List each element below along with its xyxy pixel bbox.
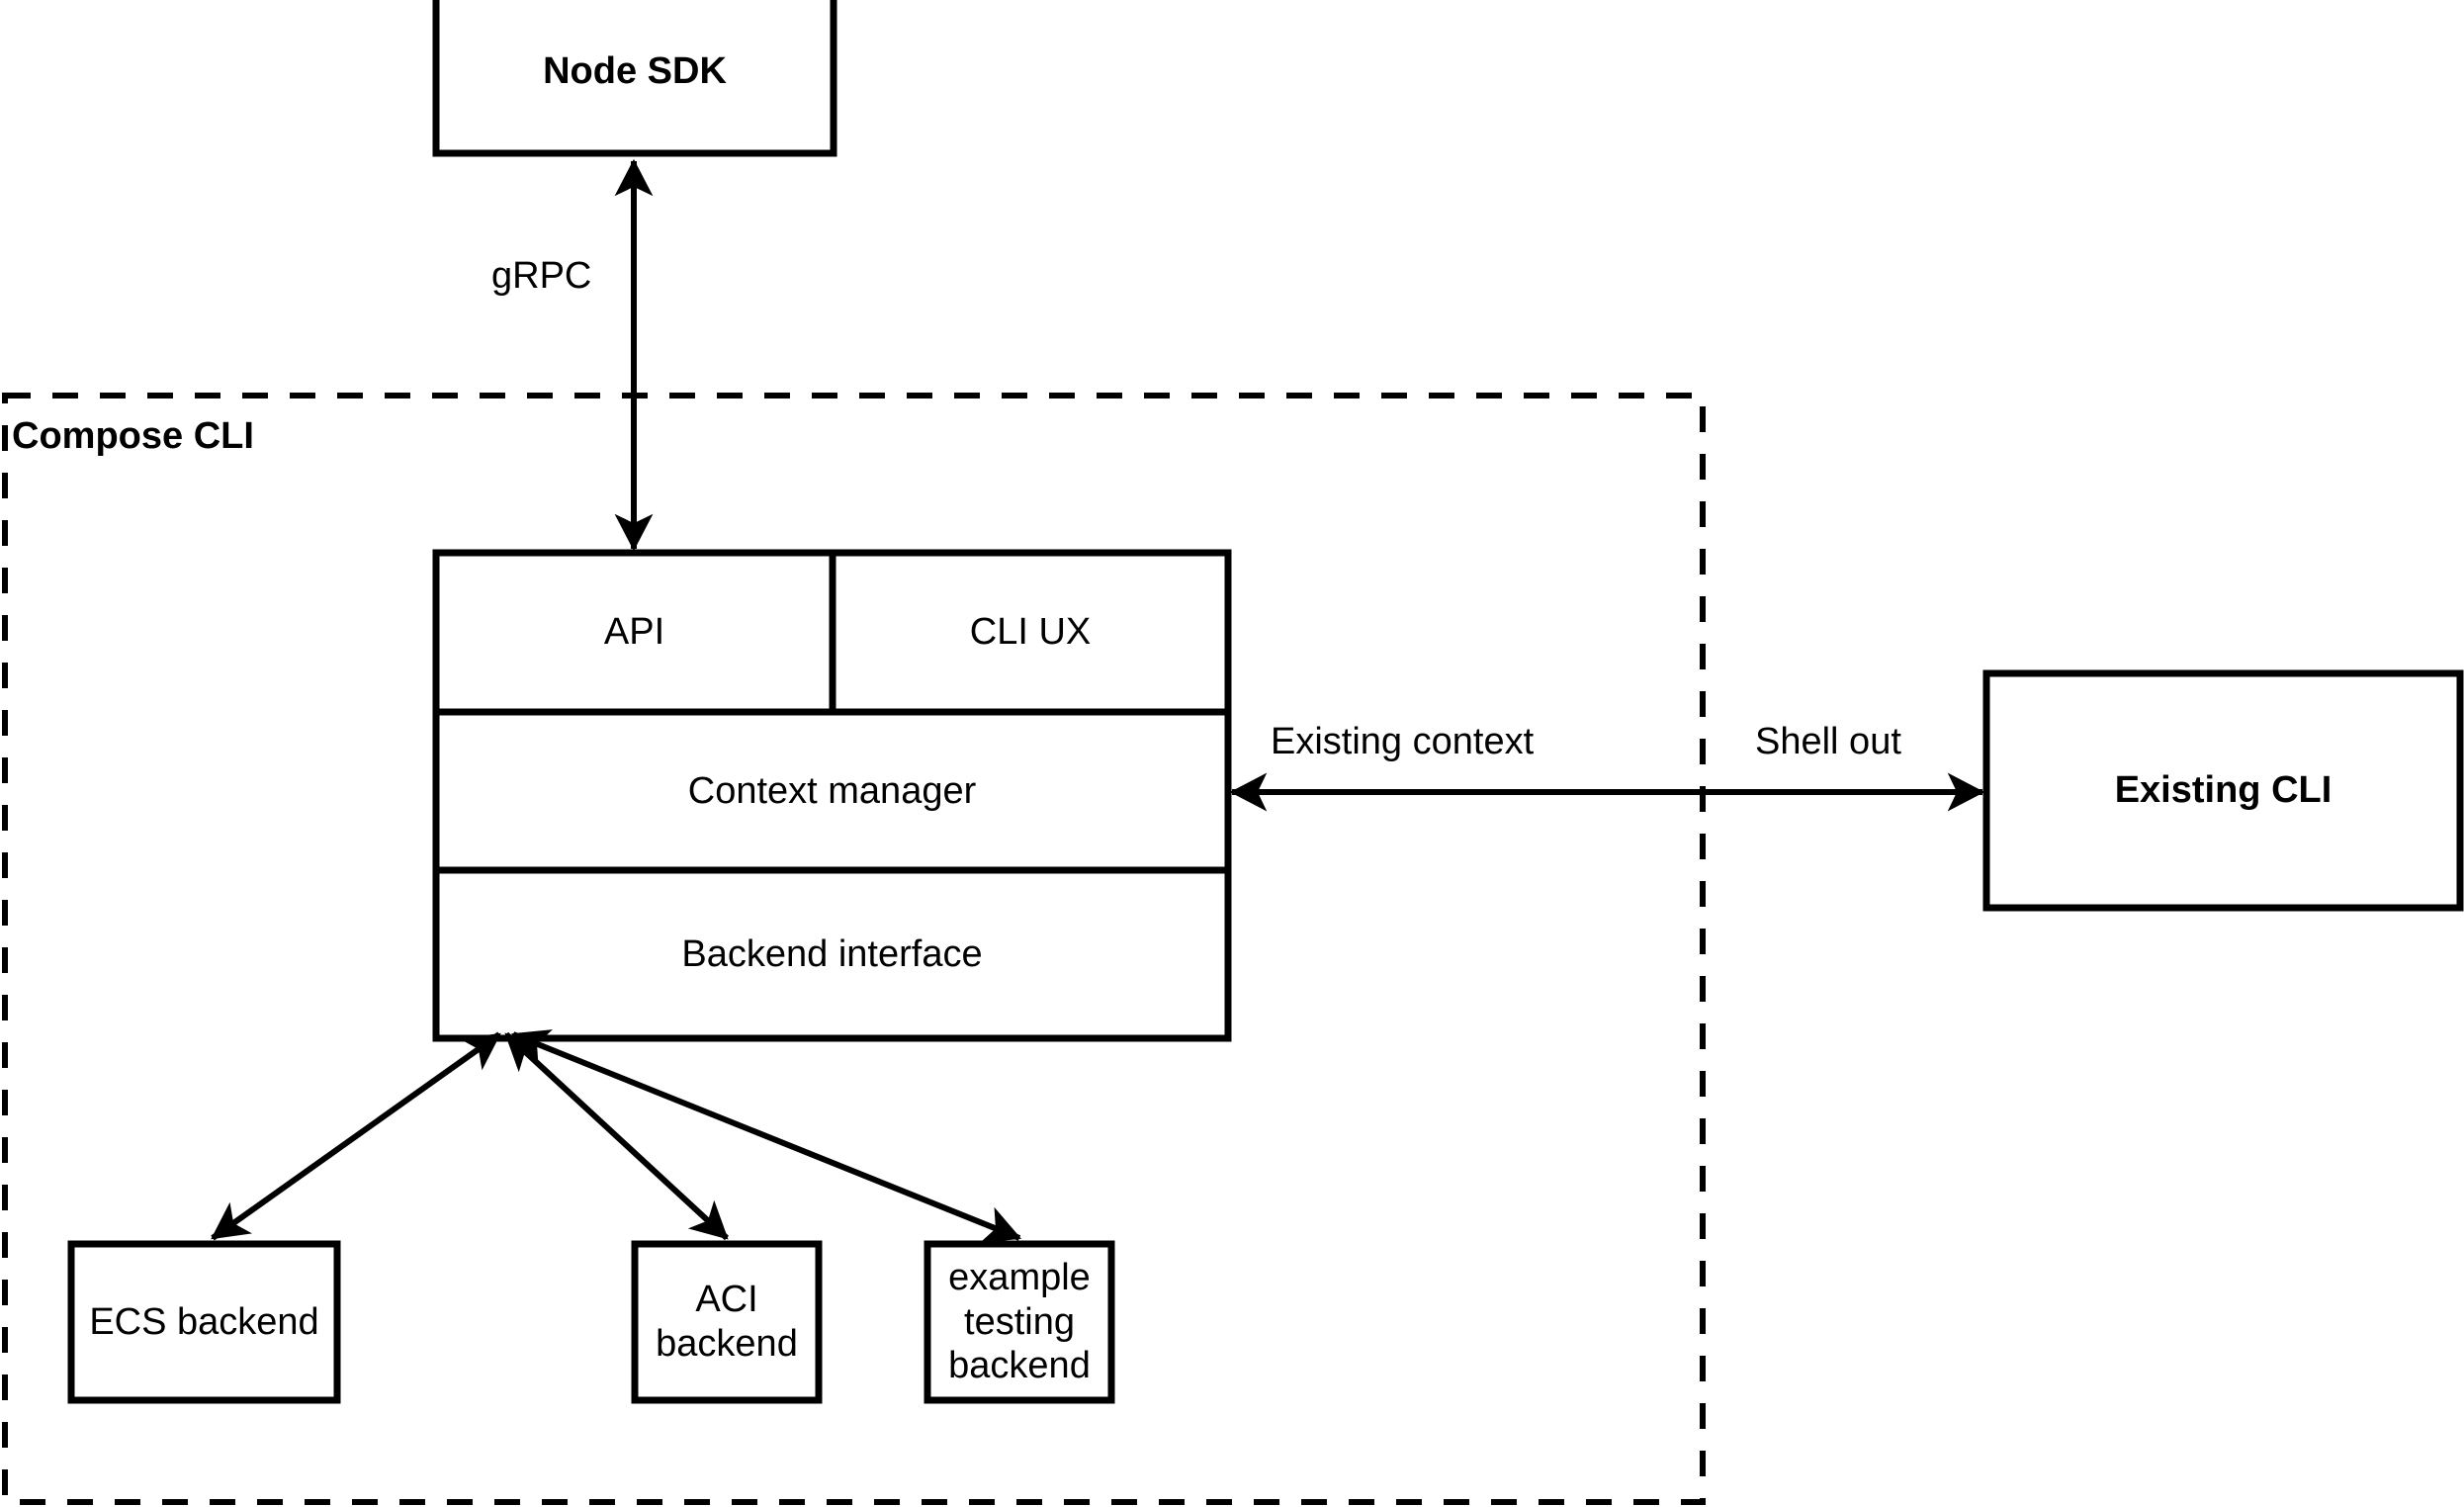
context-manager-node[interactable]	[436, 712, 1228, 870]
aci-backend-node[interactable]	[635, 1244, 819, 1400]
example-testing-backend-box	[924, 1240, 1115, 1404]
api-node[interactable]	[436, 553, 833, 712]
shell-out-edge-label: Shell out	[1755, 721, 1901, 762]
backend-to-ecs-arrow	[211, 1031, 501, 1241]
grpc-edge-label: gRPC	[491, 255, 592, 297]
ecs-backend-box	[67, 1240, 341, 1404]
aci-backend-box	[631, 1240, 823, 1404]
existing-cli-box	[1982, 669, 2464, 912]
example-testing-backend-node[interactable]	[927, 1244, 1111, 1400]
node-sdk-node[interactable]	[436, 0, 834, 153]
cli-ux-node[interactable]	[833, 553, 1228, 712]
backend-interface-node[interactable]	[436, 870, 1228, 1038]
existing-context-edge-label: Existing context	[1271, 721, 1535, 762]
ecs-backend-node[interactable]	[71, 1244, 337, 1400]
backend-to-example-arrow	[510, 1029, 1022, 1243]
compose-cli-group-label: Compose CLI	[12, 415, 254, 457]
backend-to-aci-arrow	[503, 1031, 730, 1241]
existing-cli-node[interactable]	[1986, 673, 2460, 908]
compose-cli-group-border	[2, 393, 1706, 1505]
node-sdk-box	[432, 0, 837, 157]
